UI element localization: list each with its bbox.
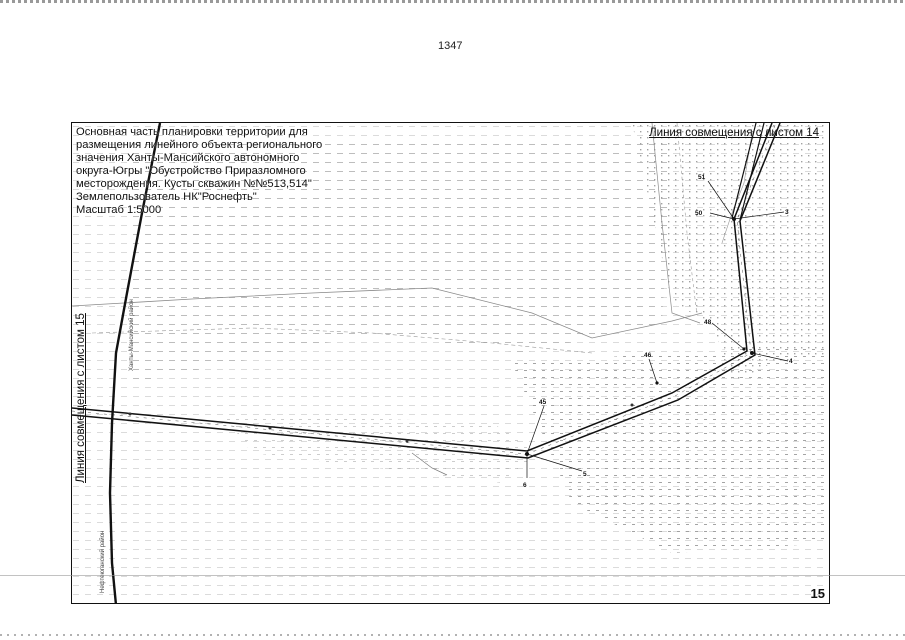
title-line-1: Основная часть планировки территории для xyxy=(76,126,308,138)
dotted-area-right xyxy=(632,123,829,383)
faint-line-5 xyxy=(721,132,753,244)
title-line-5: месторождения. Кусты скважин №№513,514" xyxy=(76,178,312,190)
corridor-mark-2 xyxy=(268,426,272,430)
leader-5 xyxy=(526,453,583,472)
vertex-5 xyxy=(525,452,529,456)
scan-edge-top xyxy=(0,0,905,3)
point-label-3: 3 xyxy=(785,209,789,216)
map-title-block: Основная часть планировки территории для… xyxy=(76,126,351,217)
title-line-6: Землепользователь НК"Роснефть" xyxy=(76,191,257,203)
faint-line-4 xyxy=(676,123,698,316)
corridor-mark-3 xyxy=(405,439,409,443)
leader-46 xyxy=(648,358,658,384)
faint-line-3 xyxy=(651,123,701,324)
faint-line-6 xyxy=(411,452,448,476)
point-label-50: 50 xyxy=(695,210,703,217)
combine-line-sheet-14: Линия совмещения с листом 14 xyxy=(649,127,819,139)
point-label-45: 45 xyxy=(539,399,547,406)
point-label-5: 5 xyxy=(583,471,587,478)
vertex-4 xyxy=(750,351,754,355)
district-label-khanty: Ханты-Мансийский район xyxy=(129,299,135,371)
title-line-2: размещения линейного объекта регионально… xyxy=(76,139,323,151)
district-boundary xyxy=(108,123,162,603)
point-label-6: 6 xyxy=(523,482,527,489)
combine-line-sheet-15: Линия совмещения с листом 15 xyxy=(75,313,87,483)
vertex-48 xyxy=(742,347,746,351)
leader-51 xyxy=(707,180,735,220)
map-drawing: 3 4 5 6 45 46 48 50 51 xyxy=(72,123,829,603)
page-number: 1347 xyxy=(438,40,463,52)
leader-50 xyxy=(709,212,735,220)
point-label-48: 48 xyxy=(704,319,712,326)
faint-line-1 xyxy=(72,287,703,339)
corridor-branch-2 xyxy=(739,123,765,221)
hatching-area-1 xyxy=(132,143,672,383)
point-label-4: 4 xyxy=(789,358,793,365)
leader-45 xyxy=(526,405,545,455)
sheet-number: 15 xyxy=(810,586,825,601)
vertex-46 xyxy=(655,381,659,385)
leader-48 xyxy=(711,322,745,350)
dotted-area-lower-left xyxy=(222,413,542,483)
scan-artifact-line xyxy=(0,575,905,576)
corridor-line-inner xyxy=(72,123,781,459)
corridor-mark-1 xyxy=(128,412,132,416)
district-label-nefteyugansk: Нефтеюганский район xyxy=(100,530,106,593)
leader-3 xyxy=(733,211,785,220)
title-line-3: значения Ханты-Мансийского автономного xyxy=(76,152,300,164)
leader-4 xyxy=(751,352,789,362)
point-label-46: 46 xyxy=(644,352,652,359)
dotted-area-lower-right xyxy=(512,343,829,553)
map-frame: 3 4 5 6 45 46 48 50 51 Основная часть пл… xyxy=(71,122,830,604)
faint-line-2 xyxy=(91,327,593,354)
vertex-3 xyxy=(732,217,736,221)
corridor-branch-1 xyxy=(731,123,757,219)
scale-label: Масштаб 1:5000 xyxy=(76,204,162,216)
corridor-mark-4 xyxy=(630,403,634,407)
point-label-51: 51 xyxy=(698,174,706,181)
corridor-line-outer xyxy=(72,123,773,452)
scan-edge-bottom xyxy=(0,634,905,636)
title-line-4: округа-Югры "Обустройство Приразломного xyxy=(76,165,306,177)
